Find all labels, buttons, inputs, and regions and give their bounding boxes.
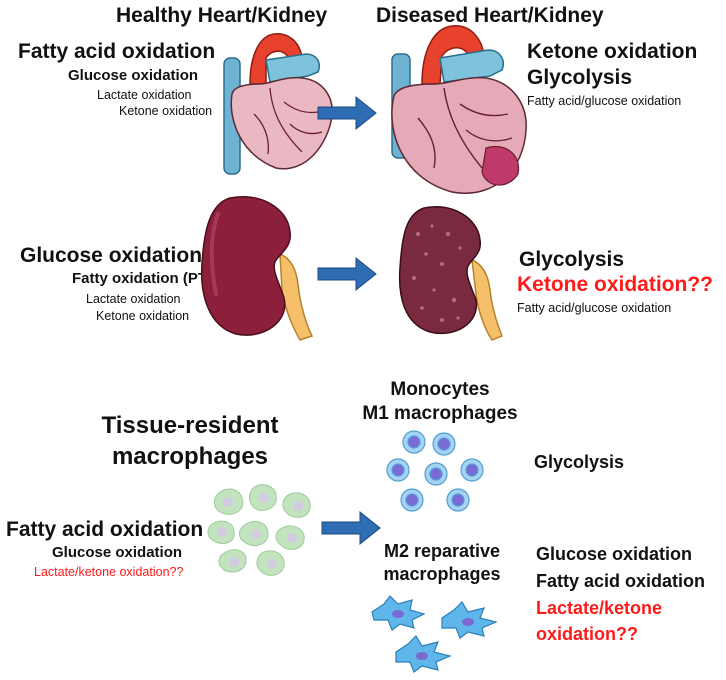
healthy-heart-illustration: [223, 33, 333, 175]
resident-macrophage-title: Tissue-resident macrophages: [60, 410, 320, 472]
heart-transition-arrow: [317, 95, 377, 131]
m1-title: Monocytes M1 macrophages: [360, 378, 520, 426]
m1-macrophage-cells: [386, 430, 484, 512]
diseased-heart-illustration: [391, 25, 527, 194]
healthy-heart-line-1: Fatty acid oxidation: [18, 40, 216, 63]
healthy-kidney-line-1: Glucose oxidation: [20, 244, 203, 267]
healthy-kidney-line-4: Ketone oxidation: [96, 309, 190, 323]
healthy-kidney-line-3: Lactate oxidation: [86, 292, 181, 306]
healthy-kidney-line-2: Fatty oxidation (PT): [72, 270, 212, 287]
diseased-kidney-illustration: [398, 206, 503, 341]
m2-title-line-1: M2 reparative: [383, 541, 501, 561]
resident-macrophage-line-1: Fatty acid oxidation: [6, 518, 204, 541]
m1-title-line-2: M1 macrophages: [362, 402, 518, 424]
m2-line-3: Lactate/ketone: [536, 598, 663, 618]
m2-title-line-2: macrophages: [383, 564, 501, 585]
m2-line-2: Fatty acid oxidation: [536, 571, 706, 591]
m2-line-1: Glucose oxidation: [536, 544, 693, 564]
resident-macrophage-line-2: Glucose oxidation: [52, 544, 183, 561]
resident-macrophage-line-3: Lactate/ketone oxidation??: [34, 565, 184, 579]
diseased-kidney-line-3: Fatty acid/glucose oxidation: [517, 301, 672, 315]
macrophage-transition-arrow: [321, 510, 381, 546]
diseased-kidney-line-1: Glycolysis: [519, 248, 625, 271]
m2-macrophage-cells: [371, 595, 498, 673]
healthy-heart-line-3: Lactate oxidation: [97, 88, 192, 102]
diseased-heart-line-1: Ketone oxidation: [527, 40, 698, 63]
healthy-header: Healthy Heart/Kidney: [116, 4, 328, 27]
m1-title-line-1: Monocytes: [390, 379, 490, 400]
diseased-heart-line-2: Glycolysis: [527, 66, 633, 89]
resident-macrophage-title-line-1: Tissue-resident: [101, 412, 279, 439]
resident-macrophage-title-line-2: macrophages: [111, 443, 269, 471]
healthy-kidney-illustration: [200, 196, 314, 341]
resident-macrophage-cells: [207, 484, 311, 576]
diseased-kidney-line-2: Ketone oxidation??: [517, 273, 713, 296]
m1-line-1: Glycolysis: [534, 452, 625, 472]
m2-line-4: oxidation??: [536, 624, 638, 644]
m2-title: M2 reparative macrophages: [368, 540, 516, 587]
kidney-transition-arrow: [317, 256, 377, 292]
diseased-header: Diseased Heart/Kidney: [376, 4, 604, 27]
healthy-heart-line-4: Ketone oxidation: [119, 104, 213, 118]
healthy-heart-line-2: Glucose oxidation: [68, 67, 199, 84]
diseased-heart-line-3: Fatty acid/glucose oxidation: [527, 94, 682, 108]
